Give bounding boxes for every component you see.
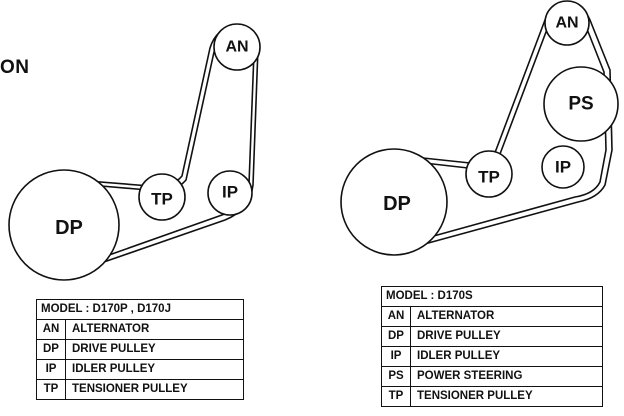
- legend-code: IP: [36, 359, 66, 380]
- legend-name: POWER STEERING: [410, 366, 603, 387]
- left-label-tp: TP: [151, 190, 173, 209]
- partial-title: ON: [0, 57, 30, 78]
- legend-row: DP DRIVE PULLEY: [36, 339, 244, 360]
- legend-name: DRIVE PULLEY: [410, 326, 603, 347]
- model-label: MODEL : D170P , D170J: [36, 299, 244, 320]
- legend-code: DP: [381, 326, 411, 347]
- right-label-an: AN: [555, 15, 578, 32]
- left-label-dp: DP: [55, 217, 83, 239]
- right-pulley-ip: [541, 145, 585, 189]
- legend-row: DP DRIVE PULLEY: [381, 326, 603, 347]
- legend-code: AN: [36, 319, 66, 340]
- legend-name: ALTERNATOR: [410, 306, 603, 327]
- left-label-ip: IP: [222, 183, 238, 202]
- right-pulley-tp: [465, 150, 513, 198]
- left-pulley-dp: [8, 169, 120, 281]
- legend-row: AN ALTERNATOR: [381, 306, 603, 327]
- left-pulley-tp: [138, 173, 186, 221]
- legend-name: DRIVE PULLEY: [65, 339, 244, 360]
- legend-table-right: MODEL : D170S AN ALTERNATOR DP DRIVE PUL…: [381, 286, 603, 407]
- model-label: MODEL : D170S: [381, 286, 603, 307]
- legend-name: TENSIONER PULLEY: [410, 386, 603, 407]
- legend-row: IP IDLER PULLEY: [36, 359, 244, 380]
- left-pulley-an: [213, 23, 261, 71]
- legend-name: TENSIONER PULLEY: [65, 379, 244, 400]
- legend-code: TP: [381, 386, 411, 407]
- legend-name: IDLER PULLEY: [65, 359, 244, 380]
- legend-code: IP: [381, 346, 411, 367]
- legend-code: DP: [36, 339, 66, 360]
- legend-row: TP TENSIONER PULLEY: [36, 379, 244, 400]
- left-pulleys: [8, 23, 261, 281]
- legend-row: IP IDLER PULLEY: [381, 346, 603, 367]
- right-pulley-dp: [340, 148, 448, 256]
- legend-name: ALTERNATOR: [65, 319, 244, 340]
- legend-code: TP: [36, 379, 66, 400]
- legend-table-left: MODEL : D170P , D170J AN ALTERNATOR DP D…: [36, 299, 244, 400]
- right-label-dp: DP: [383, 193, 411, 215]
- legend-code: AN: [381, 306, 411, 327]
- right-pulleys: [340, 0, 619, 256]
- legend-name: IDLER PULLEY: [410, 346, 603, 367]
- left-pulley-ip: [207, 170, 253, 216]
- legend-row: TP TENSIONER PULLEY: [381, 386, 603, 407]
- right-pulley-ps: [543, 66, 619, 142]
- right-pulley-an: [544, 0, 590, 46]
- left-label-an: AN: [225, 39, 248, 56]
- right-label-ip: IP: [555, 158, 571, 177]
- legend-row: PS POWER STEERING: [381, 366, 603, 387]
- right-label-tp: TP: [478, 168, 500, 187]
- legend-header-row: MODEL : D170P , D170J: [36, 299, 244, 320]
- legend-header-row: MODEL : D170S: [381, 286, 603, 307]
- right-label-ps: PS: [568, 94, 593, 115]
- legend-row: AN ALTERNATOR: [36, 319, 244, 340]
- legend-code: PS: [381, 366, 411, 387]
